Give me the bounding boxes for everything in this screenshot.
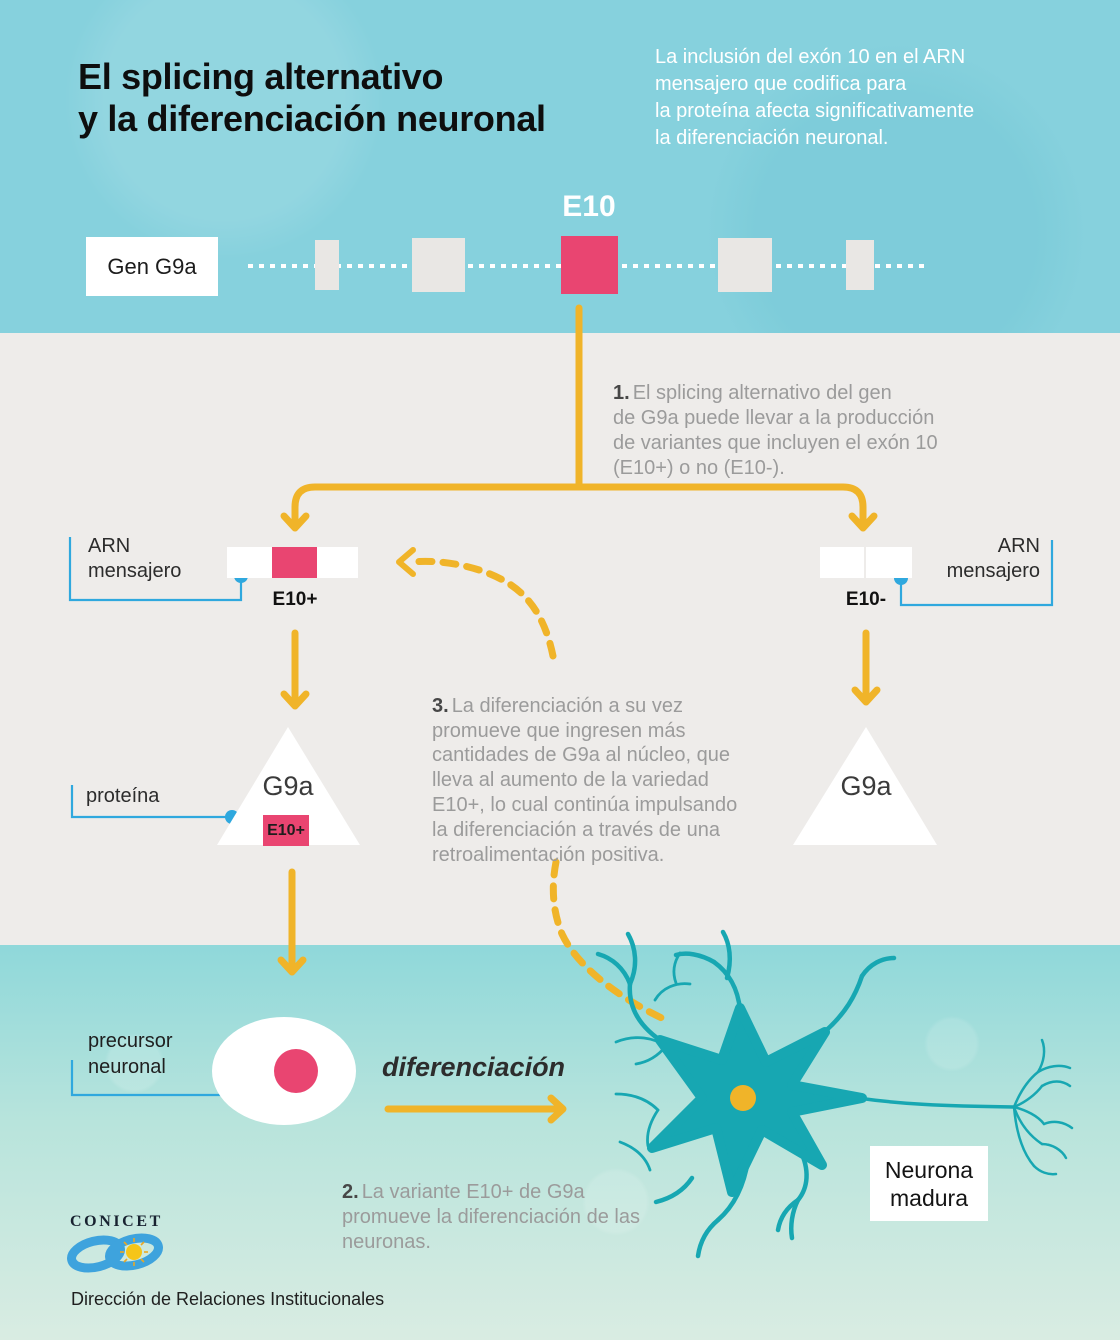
feedback-arc-upper [408, 557, 557, 660]
protein-e10plus-tag-label: E10+ [267, 821, 305, 839]
flow-arrows [277, 304, 881, 1124]
mature-neuron-label-box: Neurona madura [870, 1146, 988, 1221]
axon [856, 1096, 1016, 1109]
protein-triangles [217, 727, 937, 845]
step-2-body: La variante E10+ de G9a promueve la dife… [342, 1181, 640, 1253]
arn-mensajero-label-right: ARN mensajero [946, 535, 1040, 582]
step-3-text: 3.La diferenciación a su vez promueve qu… [432, 669, 772, 867]
arn-mensajero-label-left: ARN mensajero [88, 535, 182, 582]
logo-sun-rays [120, 1238, 148, 1266]
exon10-label: E10 [562, 190, 616, 223]
protein-e10plus-tag: E10+ [263, 815, 309, 846]
precursor-nucleus [274, 1049, 318, 1093]
exon-box-2 [412, 238, 465, 292]
logo-loop-right [105, 1233, 163, 1271]
axon-terminals [1012, 1038, 1074, 1176]
exon-box-5 [846, 240, 874, 290]
step-2-number: 2. [342, 1181, 359, 1203]
precursor-label: precursor neuronal [88, 1030, 173, 1078]
protein-name-right: G9a [840, 771, 892, 801]
precursor-cell [212, 1017, 356, 1125]
soma [647, 1003, 867, 1197]
branch-arrowhead-left [280, 512, 310, 532]
exon-box-4 [718, 238, 772, 292]
mrna-left-exon10-segment [272, 547, 317, 578]
step-3-number: 3. [432, 694, 449, 717]
protein-triangle-left [217, 727, 360, 845]
mature-neuron [595, 929, 1074, 1259]
step-1-text: 1.El splicing alternativo del gen de G9a… [613, 356, 958, 481]
differentiation-label: diferenciación [382, 1052, 566, 1082]
arrowhead [280, 690, 310, 710]
branch-arrow [291, 483, 867, 526]
gene-diagram [248, 236, 930, 294]
bottom-teal-band [0, 945, 1120, 1340]
step-3-body: La diferenciación a su vez promueve que … [432, 694, 738, 866]
protein-pointer [70, 785, 230, 819]
exon-10-box [561, 236, 618, 294]
step-1-body: El splicing alternativo del gen de G9a p… [613, 382, 938, 479]
page-title: El splicing alternativo y la diferenciac… [78, 56, 546, 139]
mrna-right-box-a [820, 547, 864, 578]
mature-neuron-label: Neurona madura [884, 1156, 974, 1211]
logo-sun-icon [126, 1244, 142, 1260]
protein-label: proteína [86, 785, 160, 807]
arrowhead [277, 956, 307, 976]
conicet-logo-icon [67, 1233, 163, 1273]
neuron-nucleus [730, 1085, 756, 1111]
precursor-pointer [70, 1060, 265, 1097]
feedback-arc-lower [549, 858, 672, 1025]
variant-label-e10minus: E10- [845, 589, 887, 610]
intro-paragraph: La inclusión del exón 10 en el ARN mensa… [655, 46, 975, 149]
variant-label-e10plus: E10+ [272, 589, 318, 610]
protein-triangle-right [793, 727, 937, 845]
arrowhead [547, 1094, 567, 1124]
branch-arrowhead-right [848, 512, 878, 532]
arrowhead [851, 686, 881, 706]
step-1-number: 1. [613, 382, 630, 404]
gene-label: Gen G9a [107, 253, 197, 279]
mrna-right-box-b [866, 547, 912, 578]
footer-department: Dirección de Relaciones Institucionales [71, 1289, 385, 1309]
feedback-arrowhead [396, 547, 416, 577]
mrna-molecules [227, 547, 912, 578]
step-2-text: 2.La variante E10+ de G9a promueve la di… [342, 1155, 672, 1255]
arn-left-pointer [68, 537, 243, 602]
conicet-wordmark: CONICET [70, 1213, 163, 1230]
protein-name-left: G9a [262, 771, 314, 801]
gene-label-box: Gen G9a [86, 237, 218, 296]
exon-box-1 [315, 240, 339, 290]
arn-right-pointer [899, 540, 1054, 607]
